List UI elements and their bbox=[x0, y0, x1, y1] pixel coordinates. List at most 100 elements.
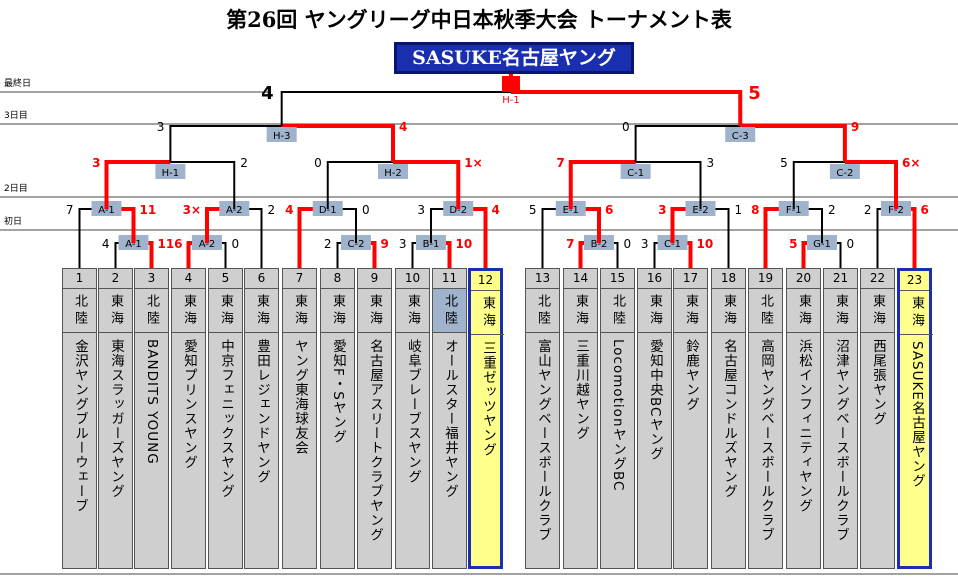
team-name: 三重川越ヤング bbox=[573, 339, 589, 441]
team-region: 北陸 bbox=[526, 289, 559, 333]
team-number: 16 bbox=[638, 269, 671, 289]
match-label: A-2 bbox=[199, 239, 216, 250]
match-label: H-2 bbox=[384, 168, 402, 179]
team-number: 14 bbox=[564, 269, 597, 289]
bracket-line bbox=[280, 91, 511, 126]
team-number: 4 bbox=[172, 269, 205, 289]
score-right: 6 bbox=[605, 203, 613, 217]
match-label: H-1 bbox=[502, 95, 520, 106]
match-label: H-3 bbox=[273, 131, 291, 142]
score-right: 1× bbox=[464, 156, 482, 170]
score-left: 7 bbox=[556, 156, 564, 170]
team-name: 富山ヤングベースボールクラブ bbox=[535, 339, 551, 542]
match-box bbox=[725, 127, 756, 142]
team-region: 東海 bbox=[99, 289, 132, 333]
bracket-line bbox=[326, 161, 393, 209]
team-number: 6 bbox=[245, 269, 278, 289]
score-right: 11 bbox=[140, 203, 157, 217]
team-region: 北陸 bbox=[749, 289, 782, 333]
match-box bbox=[155, 164, 186, 179]
score-left: 7 bbox=[566, 237, 574, 251]
team-number: 1 bbox=[63, 269, 96, 289]
team-number: 8 bbox=[321, 269, 354, 289]
team-name: 名古屋コンドルズヤング bbox=[721, 339, 737, 499]
score-left: 4 bbox=[102, 237, 110, 251]
team-name: 浜松インフィニティヤング bbox=[796, 339, 812, 513]
team-name: 愛知プリンスヤング bbox=[181, 339, 197, 470]
score-left: 3 bbox=[399, 237, 407, 251]
match-label: E-1 bbox=[563, 205, 579, 216]
team-name: 金沢ヤングブルーウェーブ bbox=[72, 339, 88, 513]
score-left: 3 bbox=[658, 203, 666, 217]
score-left: 4 bbox=[285, 203, 293, 217]
team-name: 西尾張ヤング bbox=[870, 339, 886, 426]
team-number: 9 bbox=[358, 269, 391, 289]
score-left: 5 bbox=[789, 237, 797, 251]
match-box bbox=[620, 164, 651, 179]
score-right: 6 bbox=[921, 203, 929, 217]
match-box bbox=[266, 127, 297, 142]
match-label: E-2 bbox=[692, 205, 708, 216]
score-right: 4 bbox=[492, 203, 500, 217]
bracket-line bbox=[104, 160, 171, 209]
score-left: 3 bbox=[641, 237, 649, 251]
score-right: 10 bbox=[697, 237, 714, 251]
match-box bbox=[829, 164, 860, 179]
team-name: 豊田レジェンドヤング bbox=[254, 339, 270, 484]
team-number: 22 bbox=[861, 269, 894, 289]
score-left: 6 bbox=[174, 237, 182, 251]
row-label: 2日目 bbox=[4, 183, 28, 194]
team-number: 15 bbox=[601, 269, 634, 289]
score-left: 2 bbox=[324, 237, 332, 251]
score-right: 2 bbox=[828, 203, 836, 217]
score-right: 11 bbox=[158, 237, 175, 251]
team-name: 愛知F・Sヤング bbox=[330, 339, 346, 445]
score-right: 9 bbox=[381, 237, 389, 251]
team-number: 2 bbox=[99, 269, 132, 289]
score-right: 2 bbox=[268, 203, 276, 217]
team-number: 7 bbox=[283, 269, 316, 289]
team-region: 東海 bbox=[396, 289, 429, 333]
bracket-line bbox=[792, 161, 845, 209]
team-region: 東海 bbox=[787, 289, 820, 333]
match-label: G-1 bbox=[813, 239, 831, 250]
team-number: 12 bbox=[471, 271, 500, 291]
team-number: 13 bbox=[526, 269, 559, 289]
team-region: 東海 bbox=[209, 289, 242, 333]
team-region: 北陸 bbox=[135, 289, 168, 333]
score-right: 2 bbox=[240, 156, 248, 170]
bracket-line bbox=[568, 160, 636, 209]
match-box bbox=[378, 164, 408, 179]
score-left: 7 bbox=[66, 203, 74, 217]
team-name: 沼津ヤングベースボールクラブ bbox=[833, 339, 849, 542]
bracket-line bbox=[844, 160, 898, 209]
score-left: 5 bbox=[780, 156, 788, 170]
team-name: オールスター福井ヤング bbox=[442, 339, 458, 499]
team-region: 東海 bbox=[564, 289, 597, 333]
final-marker bbox=[501, 76, 520, 92]
team-region: 東海 bbox=[283, 289, 316, 333]
bracket-line bbox=[896, 207, 917, 268]
team-number: 11 bbox=[433, 269, 466, 289]
score-right: 4 bbox=[399, 120, 407, 134]
score-left: 5 bbox=[529, 203, 537, 217]
bracket-line bbox=[510, 90, 743, 126]
team-number: 19 bbox=[749, 269, 782, 289]
score-left: 0 bbox=[314, 156, 322, 170]
team-region: 東海 bbox=[245, 289, 278, 333]
